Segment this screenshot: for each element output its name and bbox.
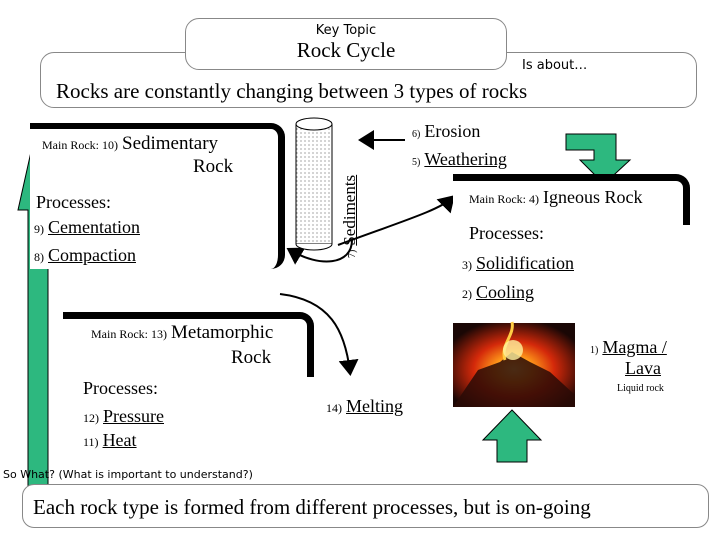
- key-topic-label: Key Topic: [315, 23, 377, 38]
- igneous-panel: [453, 174, 690, 225]
- magma-number: 1): [590, 345, 599, 356]
- flow-arrows: [279, 130, 455, 376]
- magma-text-line2: Lava: [625, 358, 661, 378]
- metamorphic-name-line2: Rock: [231, 347, 272, 368]
- cycle-up-arrow-bottom: [481, 409, 543, 463]
- igneous-main-rock: Main Rock: 4) Igneous Rock: [469, 187, 642, 208]
- erosion-text: Erosion: [424, 121, 481, 141]
- sedimentary-name-line1: Sedimentary: [122, 133, 219, 154]
- sediments-label: 7) Sediments: [340, 175, 360, 258]
- sedimentary-step-cementation: 9) Cementation: [34, 217, 140, 238]
- igneous-name: Igneous Rock: [543, 187, 643, 207]
- step-text: Cementation: [48, 217, 140, 237]
- metamorphic-step-heat: 11) Heat: [83, 430, 137, 451]
- step-number: 2): [462, 287, 472, 301]
- metamorphic-main-rock-prefix: Main Rock: 13): [91, 327, 167, 341]
- topic-title: Rock Cycle: [296, 38, 396, 62]
- igneous-main-rock-prefix: Main Rock: 4): [469, 192, 539, 206]
- melting-text: Melting: [346, 396, 403, 416]
- igneous-step-cooling: 2) Cooling: [462, 282, 534, 303]
- metamorphic-processes-label: Processes:: [83, 378, 158, 398]
- topic-subtitle: Rocks are constantly changing between 3 …: [56, 79, 528, 103]
- melting-label: 14) Melting: [326, 396, 403, 417]
- step-text: Cooling: [476, 282, 535, 302]
- cycle-curved-arrow-top: [565, 133, 632, 185]
- weathering-number: 5): [412, 157, 421, 168]
- melting-number: 14): [326, 401, 342, 415]
- sedimentary-name-line2: Rock: [193, 156, 234, 177]
- magma-note: Liquid rock: [617, 383, 664, 394]
- erosion-label: 6) Erosion: [412, 121, 480, 142]
- sediments-text: Sediments: [340, 174, 359, 246]
- step-text: Compaction: [48, 245, 136, 265]
- weathering-text: Weathering: [424, 149, 507, 169]
- magma-label: 1) Magma /: [590, 337, 667, 358]
- magma-text-line1: Magma /: [602, 337, 667, 357]
- so-what-question: So What? (What is important to understan…: [3, 468, 253, 481]
- step-number: 3): [462, 258, 472, 272]
- sedimentary-main-rock-prefix: Main Rock: 10): [42, 138, 118, 152]
- metamorphic-step-pressure: 12) Pressure: [83, 406, 164, 427]
- step-number: 12): [83, 411, 99, 425]
- sediments-number: 7): [347, 249, 358, 258]
- igneous-processes-label: Processes:: [469, 223, 544, 243]
- cylinder-icon: [295, 117, 333, 251]
- step-number: 8): [34, 250, 44, 264]
- weathering-label: 5) Weathering: [412, 149, 507, 170]
- answer-box: [22, 484, 709, 528]
- is-about-label: Is about…: [522, 58, 588, 73]
- key-topic-box: Key Topic Rock Cycle: [185, 18, 507, 70]
- step-text: Heat: [102, 430, 137, 450]
- step-text: Pressure: [103, 406, 164, 426]
- step-number: 11): [83, 435, 99, 449]
- step-text: Solidification: [476, 253, 574, 273]
- answer-text: Each rock type is formed from different …: [33, 495, 591, 519]
- metamorphic-panel: [63, 312, 314, 377]
- erosion-number: 6): [412, 129, 421, 140]
- sedimentary-step-compaction: 8) Compaction: [34, 245, 136, 266]
- metamorphic-name-line1: Metamorphic: [171, 322, 274, 343]
- sedimentary-panel: [30, 123, 285, 269]
- igneous-step-solidification: 3) Solidification: [462, 253, 574, 274]
- metamorphic-main-rock: Main Rock: 13) Metamorphic: [91, 322, 273, 344]
- erupting-volcano-image: [453, 321, 575, 407]
- sedimentary-processes-label: Processes:: [36, 192, 111, 212]
- step-number: 9): [34, 222, 44, 236]
- sedimentary-main-rock: Main Rock: 10) Sedimentary: [42, 133, 218, 155]
